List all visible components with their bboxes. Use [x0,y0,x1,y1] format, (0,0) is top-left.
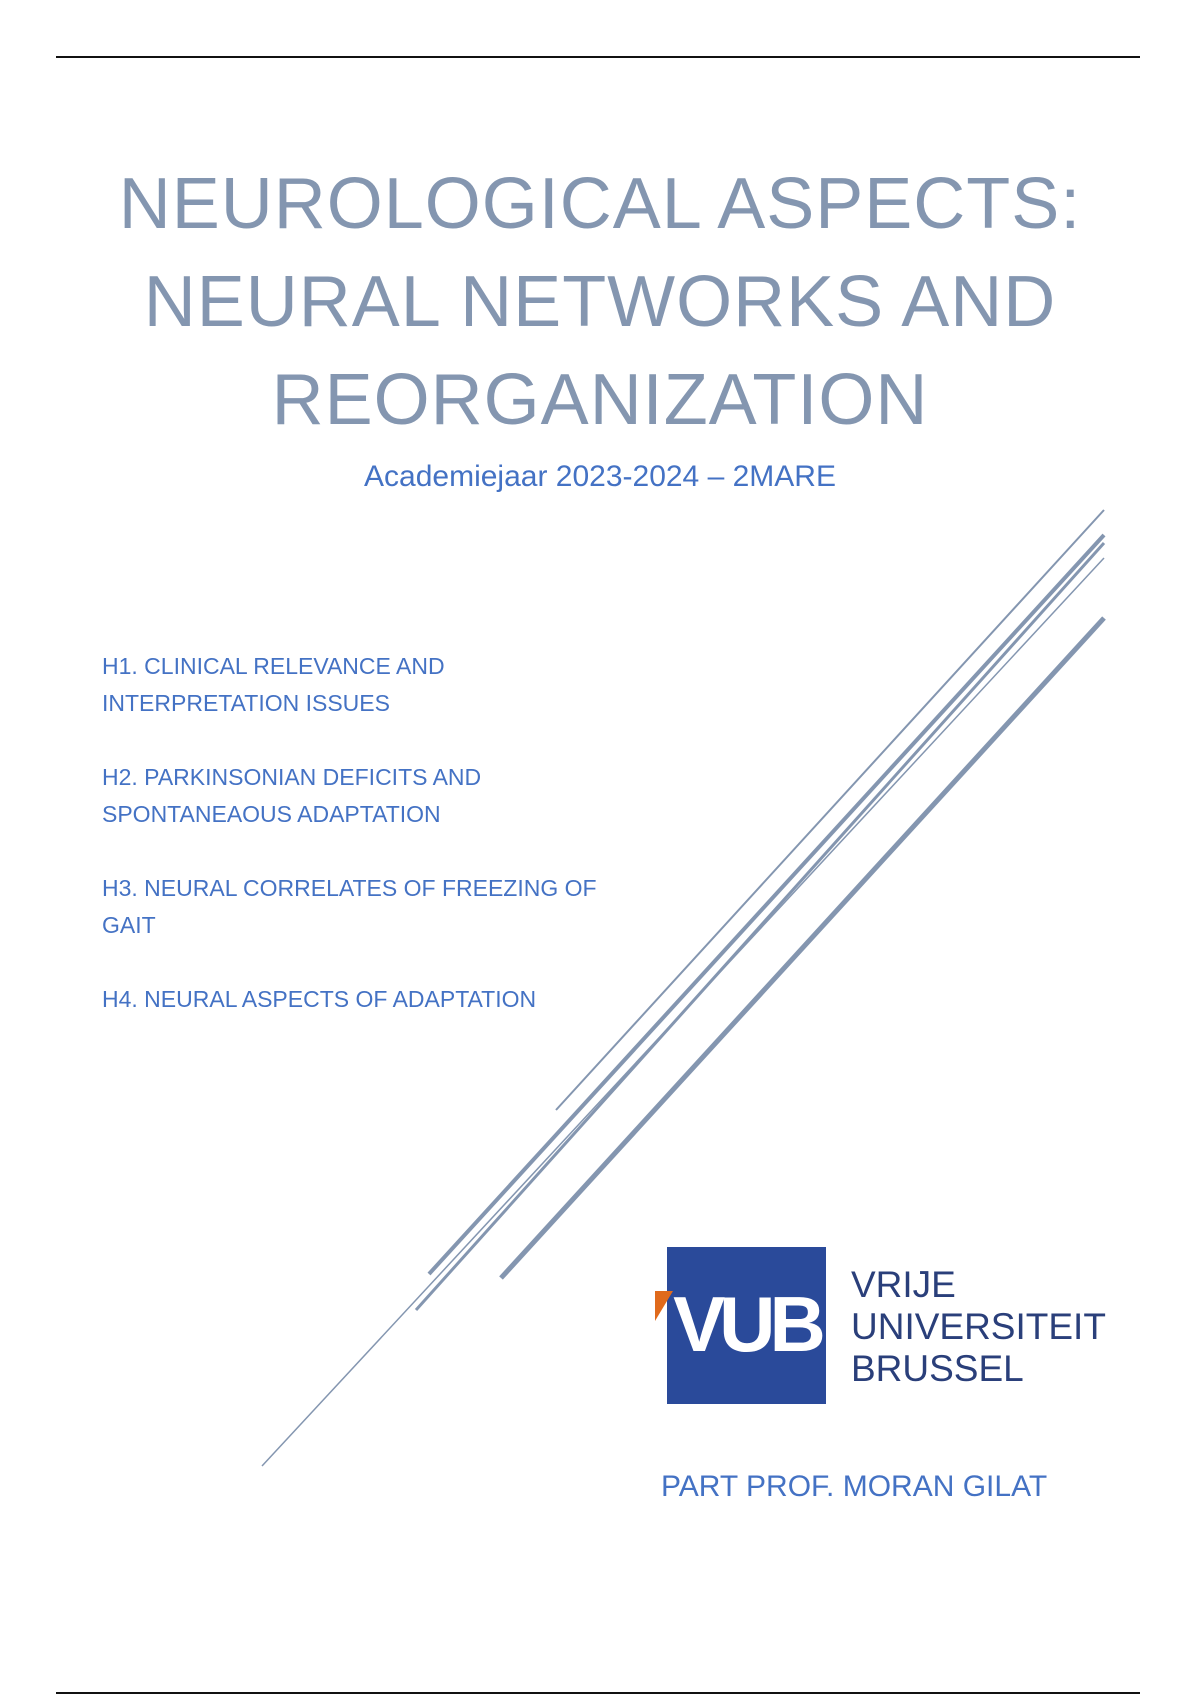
chapter-line: H1. CLINICAL RELEVANCE AND [102,653,445,679]
top-rule [56,56,1140,58]
title-line: NEUROLOGICAL ASPECTS: [118,164,1082,244]
university-name-line: BRUSSEL [851,1348,1024,1389]
deco-line [555,509,1105,1111]
chapter-line: H4. NEURAL ASPECTS OF ADAPTATION [102,986,537,1012]
chapter-line: H2. PARKINSONIAN DEFICITS AND [102,764,482,790]
chapter-line: H3. NEURAL CORRELATES OF FREEZING OF [102,875,597,901]
logo-mark: VUB [673,1280,826,1368]
title-line: REORGANIZATION [271,360,929,440]
bottom-rule [56,1692,1140,1694]
chapter-line: GAIT [102,912,156,938]
chapter-line: SPONTANEAOUS ADAPTATION [102,801,441,827]
document-title: NEUROLOGICAL ASPECTS: NEURAL NETWORKS AN… [0,155,1200,449]
university-name-line: VRIJE [851,1264,956,1305]
chapter-item: H3. NEURAL CORRELATES OF FREEZING OF GAI… [102,870,662,944]
author: PART PROF. MORAN GILAT [661,1470,1048,1503]
vub-logo: VUB [655,1247,826,1404]
logo-orange-flag [655,1291,673,1321]
deco-line [427,533,1106,1276]
university-name-line: UNIVERSITEIT [851,1306,1106,1347]
university-name: VRIJE UNIVERSITEIT BRUSSEL [851,1264,1106,1390]
chapter-item: H1. CLINICAL RELEVANCE AND INTERPRETATIO… [102,648,662,722]
deco-line [414,541,1106,1312]
chapter-item: H2. PARKINSONIAN DEFICITS AND SPONTANEAO… [102,759,662,833]
subtitle: Academiejaar 2023-2024 – 2MARE [364,460,836,493]
deco-line [261,557,1105,1467]
deco-line [499,616,1106,1280]
chapter-line: INTERPRETATION ISSUES [102,690,390,716]
title-line: NEURAL NETWORKS AND [143,262,1057,342]
chapter-item: H4. NEURAL ASPECTS OF ADAPTATION [102,981,662,1018]
